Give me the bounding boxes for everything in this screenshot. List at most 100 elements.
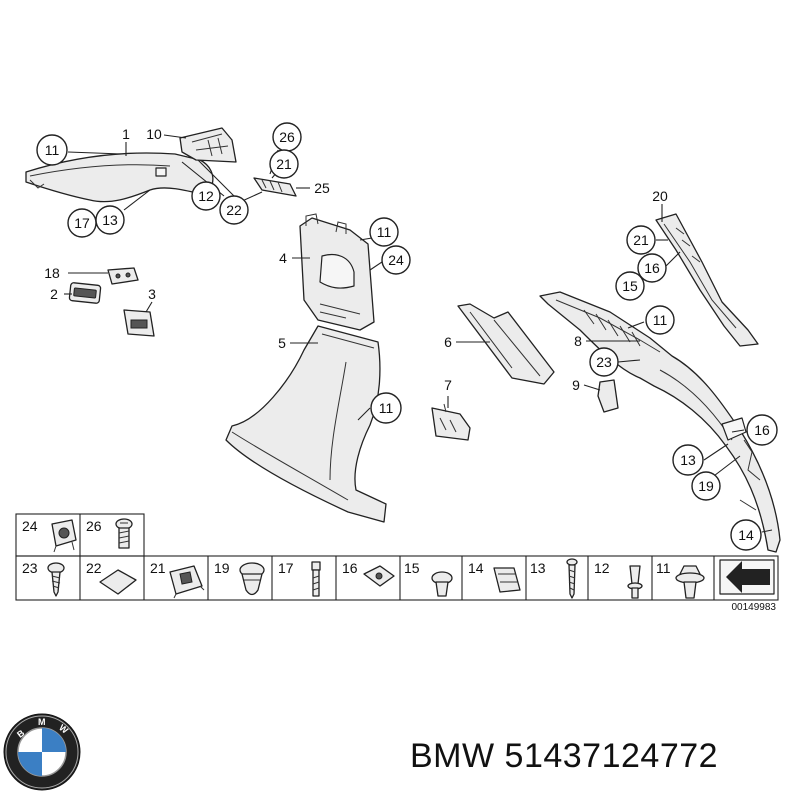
svg-text:7: 7 [444,377,452,393]
fastener-14-clip [493,567,521,593]
part-clip-7 [431,403,471,441]
svg-text:5: 5 [278,335,286,351]
callout-23-a: 23 [589,347,619,377]
fastener-17-bolt [311,561,321,597]
callout-21-b: 21 [626,225,656,255]
callout-15-a: 15 [615,271,645,301]
part-c-pillar-trim [539,291,781,553]
callout-25: 25 [314,180,330,196]
legend-num-14: 14 [468,560,484,576]
part-trim-6 [457,303,555,385]
svg-text:8: 8 [574,333,582,349]
part-rail-20 [655,213,759,347]
part-clip-25 [253,177,297,197]
legend-num-23: 23 [22,560,38,576]
legend-num-12: 12 [594,560,610,576]
svg-text:26: 26 [279,129,295,145]
svg-text:22: 22 [226,202,242,218]
callout-14-a: 14 [730,519,762,551]
callout-13-b: 13 [672,444,704,476]
fastener-12-pin [627,565,643,599]
svg-text:21: 21 [276,156,292,172]
svg-text:25: 25 [314,180,330,196]
brand-name: BMW [410,737,495,775]
part-badge-3 [123,309,155,337]
svg-text:4: 4 [279,250,287,266]
callout-4: 4 [279,250,287,266]
callout-8: 8 [574,333,582,349]
arrow-icon [719,559,775,595]
svg-text:20: 20 [652,188,668,204]
part-bracket-10 [179,127,237,163]
svg-text:11: 11 [45,142,60,158]
callout-3: 3 [148,286,156,302]
callout-1: 1 [122,126,130,142]
callout-21-a: 21 [269,149,299,179]
legend-num-19: 19 [214,560,230,576]
svg-text:12: 12 [198,188,214,204]
part-clip-18 [107,267,139,285]
legend-num-13: 13 [530,560,546,576]
callout-11-d: 11 [645,305,675,335]
svg-text:13: 13 [102,212,118,228]
callout-12-a: 12 [191,181,221,211]
svg-text:13: 13 [680,452,696,468]
svg-text:18: 18 [44,265,60,281]
svg-text:6: 6 [444,334,452,350]
fastener-19-plug [239,562,265,596]
fastener-legend: 24 26 23 22 21 19 17 16 15 14 13 12 11 [15,513,779,613]
callout-26-a: 26 [272,122,302,152]
svg-text:21: 21 [633,232,649,248]
svg-text:2: 2 [50,286,58,302]
svg-text:19: 19 [698,478,714,494]
fastener-26-screw [115,518,133,549]
callout-20: 20 [652,188,668,204]
legend-num-21: 21 [150,560,166,576]
callout-7: 7 [444,377,452,393]
svg-text:23: 23 [596,354,612,370]
callout-16-b: 16 [746,414,778,446]
callout-22-a: 22 [219,195,249,225]
svg-text:3: 3 [148,286,156,302]
svg-text:17: 17 [74,215,90,231]
svg-text:14: 14 [738,527,754,543]
svg-text:11: 11 [379,400,394,416]
bmw-logo: B M W [3,713,81,791]
svg-text:10: 10 [146,126,162,142]
callout-10: 10 [146,126,162,142]
legend-num-24: 24 [22,518,38,534]
callout-16-a: 16 [637,253,667,283]
part-number: 51437124772 [504,737,719,775]
fastener-15-rivet [431,571,453,597]
fastener-13-screw [566,558,578,599]
svg-text:B: B [15,728,27,740]
callout-19-a: 19 [691,471,721,501]
callout-24-a: 24 [381,245,411,275]
callout-6: 6 [444,334,452,350]
callout-2: 2 [50,286,58,302]
svg-text:16: 16 [644,260,660,276]
part-cover-9 [597,379,619,413]
callout-13-a: 13 [95,205,125,235]
part-b-pillar-upper [299,213,375,331]
svg-text:11: 11 [653,312,668,328]
callout-5: 5 [278,335,286,351]
fastener-23-screw [47,562,65,597]
legend-num-17: 17 [278,560,294,576]
svg-text:M: M [38,717,46,727]
callout-11-c: 11 [370,392,402,424]
svg-text:11: 11 [377,224,392,240]
part-badge-2 [68,282,102,304]
fastener-22-pad [99,569,137,595]
diagram-reference-number: 00149983 [732,602,777,613]
legend-num-16: 16 [342,560,358,576]
svg-text:1: 1 [122,126,130,142]
leader-lines [64,134,773,533]
fastener-21-clip [169,565,205,599]
svg-text:24: 24 [388,252,404,268]
fastener-11-clip [675,565,705,599]
svg-text:15: 15 [622,278,638,294]
callout-9: 9 [572,377,580,393]
legend-num-26: 26 [86,518,102,534]
